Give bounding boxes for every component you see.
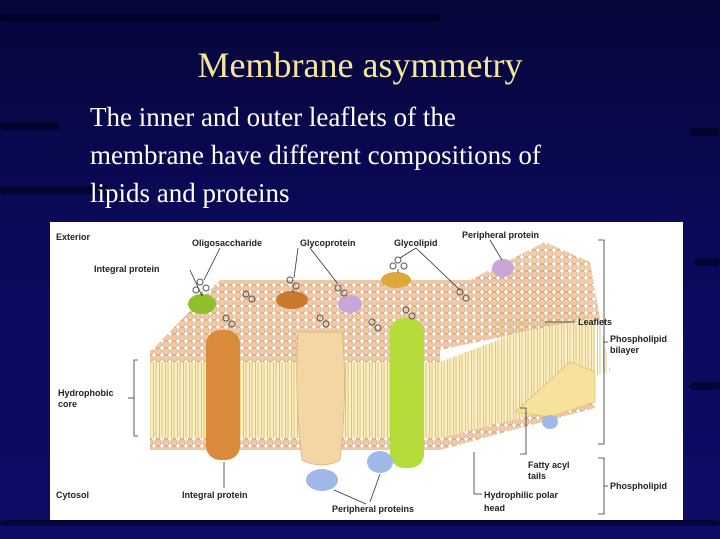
leader-lines (128, 239, 608, 515)
background-stripe (0, 14, 440, 22)
label-glycoprotein: Glycoprotein (300, 238, 356, 248)
background-stripe (690, 128, 720, 136)
peripheral-protein-right (542, 415, 558, 429)
label-hydrophobic-core-1: Hydrophobic (58, 388, 114, 398)
label-fatty-acyl-tails-1: Fatty acyl (528, 460, 570, 470)
label-phospholipid-bilayer-1: Phospholipid (610, 334, 667, 344)
label-hydrophobic-core-2: core (58, 399, 77, 409)
membrane-diagram: Exterior Oligosaccharide Glycoprotein Gl… (50, 222, 683, 520)
peripheral-protein-bottom-right (367, 451, 393, 473)
integral-protein-green (390, 318, 424, 468)
label-exterior: Exterior (56, 232, 91, 242)
glycolipid-surface (381, 272, 411, 288)
label-integral-protein-top: Integral protein (94, 264, 160, 274)
label-fatty-acyl-tails-2: tails (528, 471, 546, 481)
label-hydrophilic-polar-head-2: head (484, 503, 505, 513)
slide-subtitle: The inner and outer leaflets of the memb… (90, 98, 690, 212)
integral-protein-orange (206, 330, 240, 460)
label-glycolipid: Glycolipid (394, 238, 438, 248)
subtitle-line: lipids and proteins (90, 178, 290, 208)
label-oligosaccharide: Oligosaccharide (192, 238, 262, 248)
membrane-illustration: Exterior Oligosaccharide Glycoprotein Gl… (56, 230, 667, 515)
subtitle-line: The inner and outer leaflets of the (90, 102, 456, 132)
label-integral-protein-bottom: Integral protein (182, 490, 248, 500)
integral-protein-pale (296, 331, 345, 466)
integral-protein-small-green (188, 294, 216, 314)
label-peripheral-protein-top: Peripheral protein (462, 230, 539, 240)
background-stripe (690, 382, 720, 390)
label-phospholipid: Phospholipid (610, 481, 667, 491)
glycoprotein-surface (276, 291, 308, 309)
background-stripe (0, 186, 110, 194)
slide-title: Membrane asymmetry (197, 45, 523, 85)
label-hydrophilic-polar-head-1: Hydrophilic polar (484, 490, 559, 500)
label-peripheral-proteins-bottom: Peripheral proteins (332, 504, 414, 514)
label-leaflets: Leaflets (578, 317, 612, 327)
peripheral-protein-top (492, 259, 514, 277)
right-curl (514, 361, 596, 418)
purple-surface-protein (338, 295, 362, 313)
subtitle-line: membrane have different compositions of (90, 140, 541, 170)
background-stripe (0, 122, 60, 130)
label-phospholipid-bilayer-2: bilayer (610, 345, 640, 355)
label-cytosol: Cytosol (56, 490, 89, 500)
peripheral-protein-bottom-left (306, 469, 338, 491)
background-stripe (694, 258, 720, 266)
background-stripe (0, 520, 720, 526)
